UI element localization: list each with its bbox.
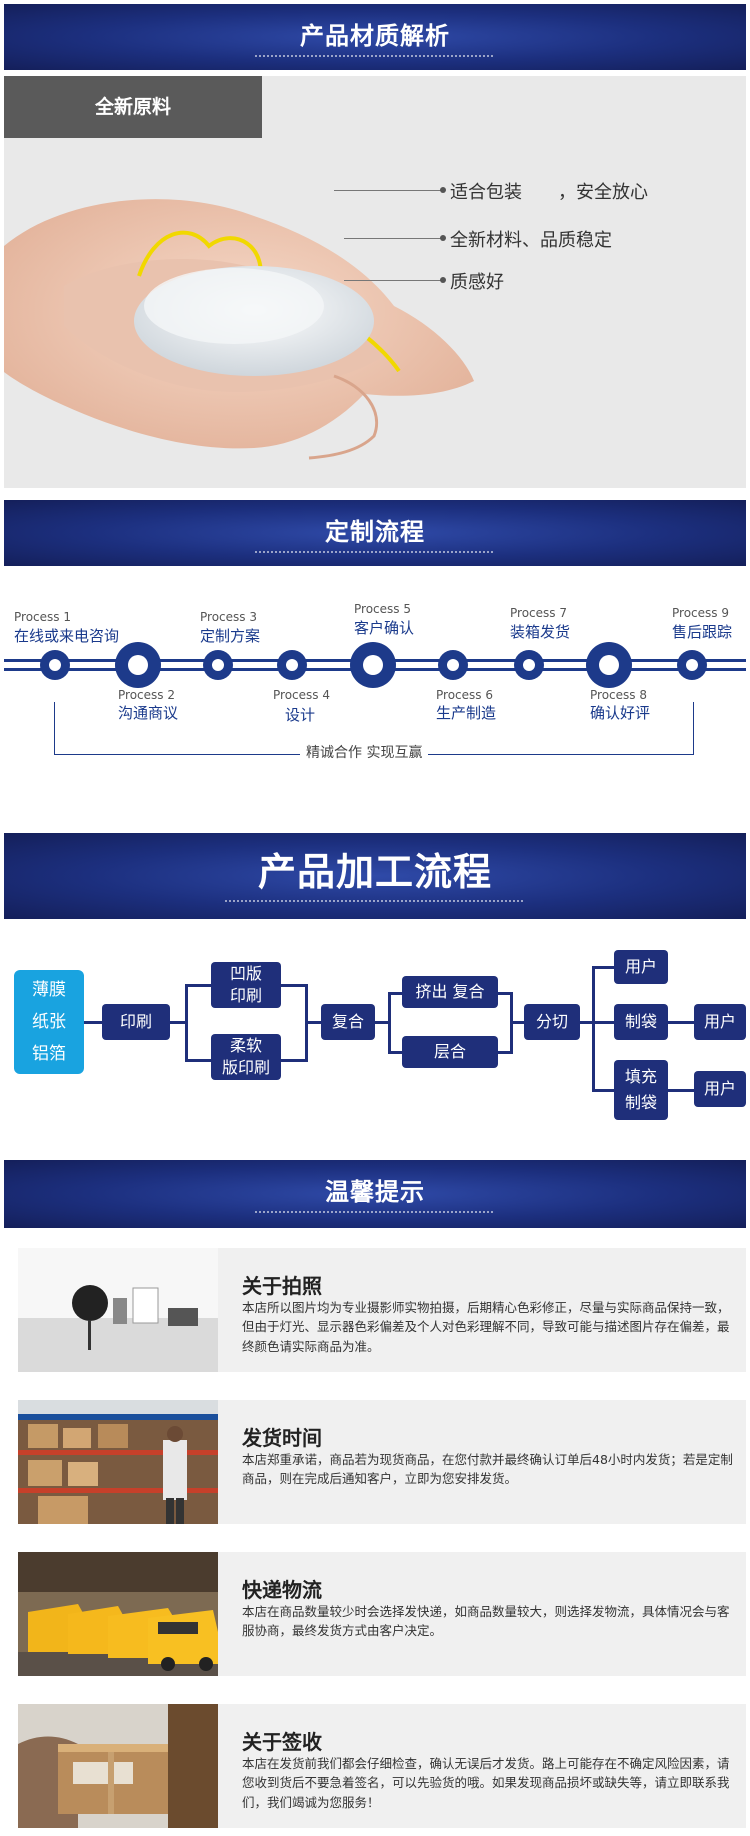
banner-decor-line xyxy=(225,900,525,902)
slitting-box: 分切 xyxy=(524,1004,580,1040)
step-node xyxy=(677,650,707,680)
material-section: 全新原料 适合包装 ，安全放心 全新材料、品质稳定 质感好 xyxy=(4,76,746,488)
processing-banner: 产品加工流程 xyxy=(4,833,746,919)
step-2-num: Process 2 xyxy=(118,688,175,702)
tip-text: 本店郑重承诺，商品若为现货商品，在您付款并最终确认订单后48小时内发货；若是定制… xyxy=(242,1452,733,1487)
step-8-name: 确认好评 xyxy=(590,704,651,722)
callout-dot xyxy=(440,277,446,283)
flexo-line-2: 版印刷 xyxy=(221,1058,270,1077)
step-node xyxy=(115,642,161,688)
tip-express: 快递物流 本店在商品数量较少时会选择发快递，如商品数量较大，则选择发物流，具体情… xyxy=(18,1552,746,1676)
callout-line xyxy=(344,238,444,239)
gravure-print-box: 凹版 印刷 xyxy=(211,962,281,1008)
custom-banner-title: 定制流程 xyxy=(325,518,425,546)
callout-line xyxy=(334,190,444,191)
step-node xyxy=(203,650,233,680)
step-7-num: Process 7 xyxy=(510,606,567,620)
step-3-name: 定制方案 xyxy=(200,627,261,645)
step-6-num: Process 6 xyxy=(436,688,493,702)
material-tag: 全新原料 xyxy=(4,76,262,138)
flexo-print-box: 柔软 版印刷 xyxy=(211,1034,281,1080)
dry-laminate-box: 层合 xyxy=(402,1036,498,1068)
material-film: 薄膜 xyxy=(32,979,66,1000)
tip-text: 本店所以图片均为专业摄影师实物拍摄，后期精心色彩修正，尽量与实际商品保持一致，但… xyxy=(242,1300,730,1354)
bag-making-box: 制袋 xyxy=(614,1004,668,1040)
gravure-line-2: 印刷 xyxy=(229,986,262,1005)
banner-decor-line xyxy=(255,1211,495,1213)
tip-title: 关于拍照 xyxy=(242,1274,322,1298)
step-7-name: 装箱发货 xyxy=(510,623,571,641)
extrude-laminate-box: 挤出 复合 xyxy=(402,976,498,1008)
user-box-2: 用户 xyxy=(694,1004,746,1040)
flow-slogan: 精诚合作 实现互赢 xyxy=(300,742,429,762)
step-4-num: Process 4 xyxy=(273,688,330,702)
step-9-num: Process 9 xyxy=(672,606,729,620)
step-node xyxy=(277,650,307,680)
callout-dot xyxy=(440,187,446,193)
step-node xyxy=(438,650,468,680)
step-5-name: 客户确认 xyxy=(354,619,415,637)
tip-shipping-time: 发货时间 本店郑重承诺，商品若为现货商品，在您付款并最终确认订单后48小时内发货… xyxy=(18,1400,746,1524)
fill-bag-box: 填充 制袋 xyxy=(614,1060,668,1120)
material-banner: 产品材质解析 xyxy=(4,4,746,70)
step-1-num: Process 1 xyxy=(14,610,71,624)
tip-receipt: 关于签收 本店在发货前我们都会仔细检查，确认无误后才发货。路上可能存在不确定风险… xyxy=(18,1704,746,1828)
banner-decor-line xyxy=(255,551,495,553)
step-2-name: 沟通商议 xyxy=(118,704,179,722)
flexo-line-1: 柔软 xyxy=(229,1036,262,1056)
parcel-photo xyxy=(18,1704,218,1828)
warehouse-photo xyxy=(18,1400,218,1524)
tip-title: 快递物流 xyxy=(242,1578,322,1602)
step-1-name: 在线或来电咨询 xyxy=(14,627,120,645)
tip-title: 发货时间 xyxy=(242,1426,322,1450)
callout-dot xyxy=(440,235,446,241)
custom-banner: 定制流程 xyxy=(4,500,746,566)
step-3-num: Process 3 xyxy=(200,610,257,624)
step-4-name: 设计 xyxy=(285,706,316,724)
raw-material-box: 薄膜 纸张 铝箔 xyxy=(14,970,84,1074)
laminate-box: 复合 xyxy=(321,1004,375,1040)
callout-text-3: 质感好 xyxy=(450,272,504,293)
step-5-num: Process 5 xyxy=(354,602,411,616)
step-9-name: 售后跟踪 xyxy=(672,623,733,641)
step-node xyxy=(40,650,70,680)
tip-text: 本店在发货前我们都会仔细检查，确认无误后才发货。路上可能存在不确定风险因素，请您… xyxy=(242,1756,730,1810)
processing-flow: 薄膜 纸张 铝箔 印刷 凹版 印刷 柔软 版印刷 复合 挤出 复合 层合 分切 … xyxy=(0,930,750,1140)
tips-banner: 温馨提示 xyxy=(4,1160,746,1228)
step-node xyxy=(586,642,632,688)
step-6-name: 生产制造 xyxy=(436,704,497,722)
step-node xyxy=(514,650,544,680)
material-paper: 纸张 xyxy=(32,1011,66,1032)
tips-banner-title: 温馨提示 xyxy=(325,1178,425,1206)
step-node xyxy=(350,642,396,688)
callout-text-2: 全新材料、品质稳定 xyxy=(450,230,612,251)
material-foil: 铝箔 xyxy=(32,1044,66,1065)
processing-banner-title: 产品加工流程 xyxy=(257,850,492,894)
custom-flow: Process 1 在线或来电咨询 Process 3 定制方案 Process… xyxy=(0,580,750,800)
fill-line-2: 制袋 xyxy=(624,1093,657,1112)
studio-photo xyxy=(18,1248,218,1372)
tip-photography: 关于拍照 本店所以图片均为专业摄影师实物拍摄，后期精心色彩修正，尽量与实际商品保… xyxy=(18,1248,746,1372)
step-8-num: Process 8 xyxy=(590,688,647,702)
callout-line xyxy=(344,280,444,281)
tip-title: 关于签收 xyxy=(242,1730,322,1754)
gravure-line-1: 凹版 xyxy=(229,964,262,984)
callout-text-1: 适合包装 ，安全放心 xyxy=(450,182,648,203)
tip-text: 本店在商品数量较少时会选择发快递，如商品数量较大，则选择发物流，具体情况会与客服… xyxy=(242,1604,730,1639)
material-banner-title: 产品材质解析 xyxy=(300,22,450,50)
fill-line-1: 填充 xyxy=(624,1067,657,1087)
user-box-3: 用户 xyxy=(694,1071,746,1107)
delivery-vans-photo xyxy=(18,1552,218,1676)
user-box-1: 用户 xyxy=(614,950,668,984)
banner-decor-line xyxy=(255,55,495,57)
hands-pellets-image xyxy=(4,199,474,460)
print-box: 印刷 xyxy=(102,1004,170,1040)
